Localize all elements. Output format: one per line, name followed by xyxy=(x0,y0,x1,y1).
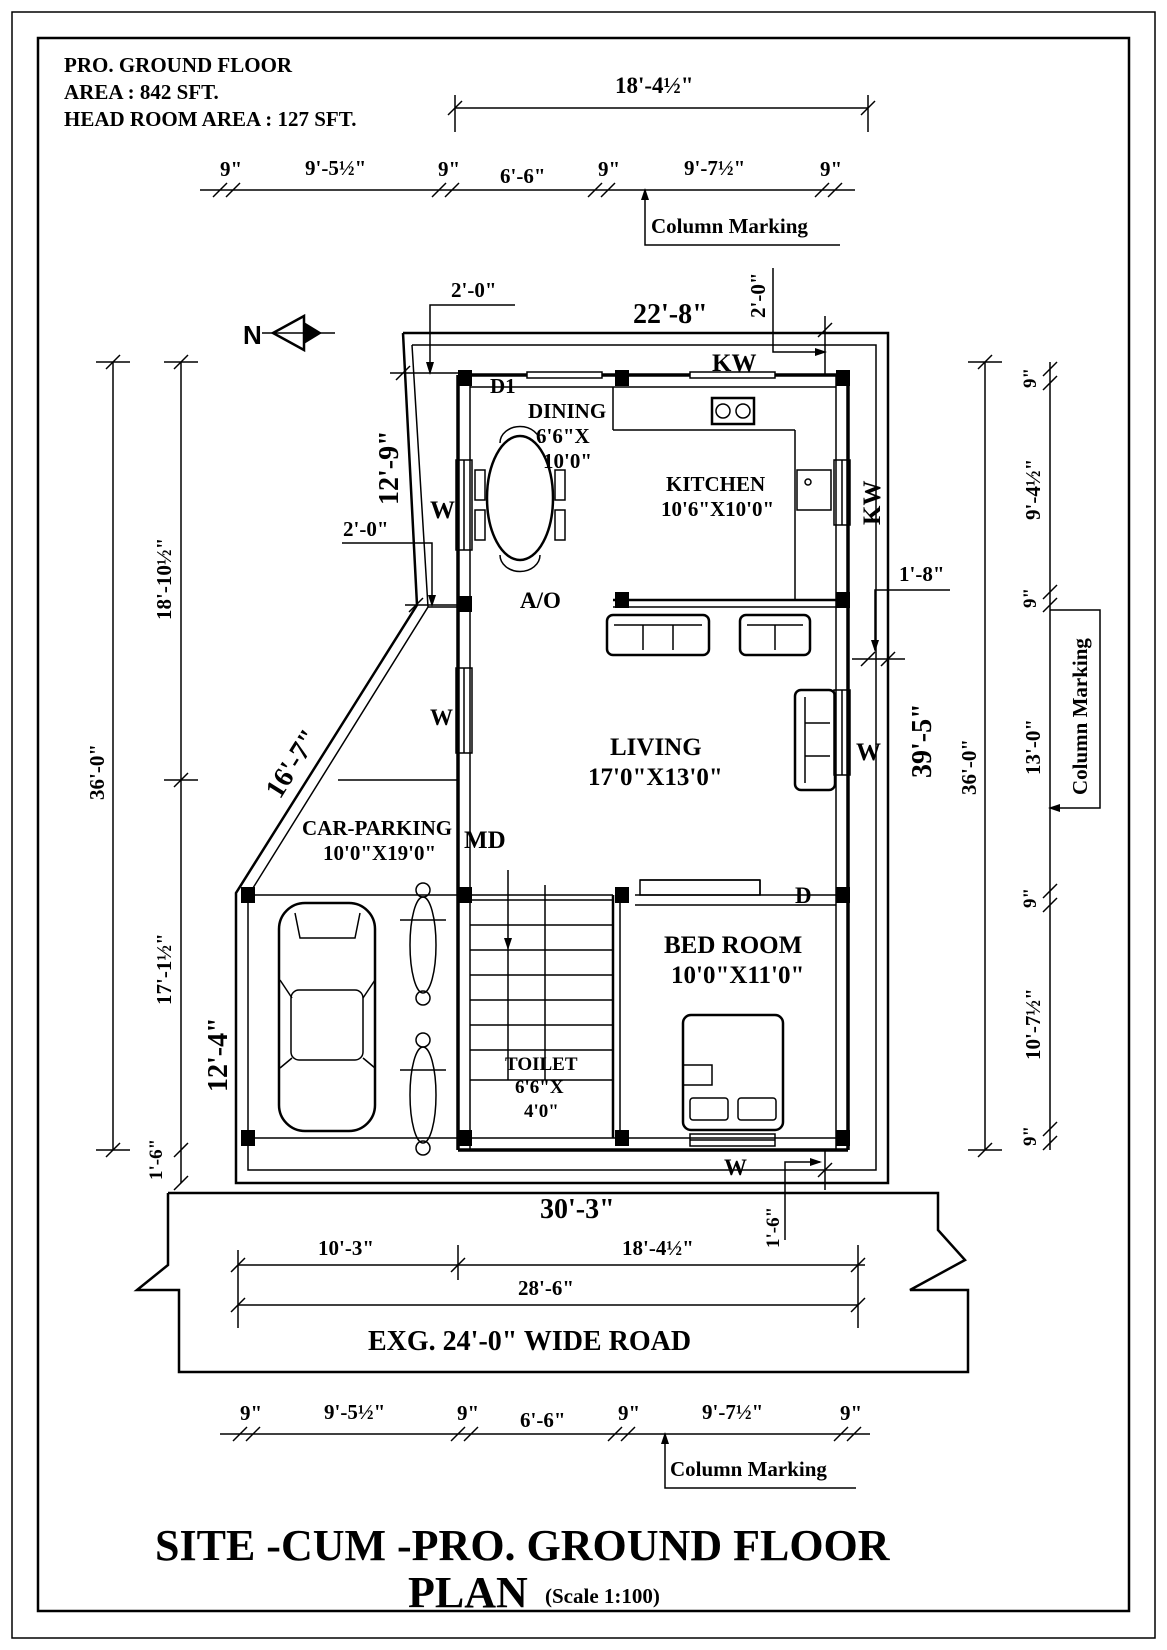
kitchen-size: 10'6"X10'0" xyxy=(661,497,774,521)
bottom-seg-2: 9'-5½" xyxy=(324,1400,385,1424)
right-offset-dim: 1'-8" xyxy=(899,562,945,586)
top-seg-1: 9" xyxy=(220,157,242,181)
dining-size-1: 6'6"X xyxy=(536,424,590,448)
stove-icon xyxy=(710,396,756,426)
staircase-icon xyxy=(470,870,613,1080)
living-size: 17'0"X13'0" xyxy=(588,764,723,791)
tag-w-dining: W xyxy=(430,497,455,524)
living-name: LIVING xyxy=(610,734,702,761)
left-overall-dim: 36'-0" xyxy=(85,744,109,800)
sink-icon xyxy=(796,469,832,511)
left-dimensions: 36'-0" 18'-10½" 17'-1½" 1'-6" xyxy=(85,354,198,1191)
north-arrow-icon: N xyxy=(243,313,335,353)
car-parking-name: CAR-PARKING xyxy=(302,816,452,840)
right-seg-6: 10'-7½" xyxy=(1021,988,1045,1060)
right-seg-7: 9" xyxy=(1020,1126,1041,1146)
bottom-seg-5: 9" xyxy=(618,1401,640,1425)
right-seg-1: 9" xyxy=(1020,368,1041,388)
bottom-seg-1: 9" xyxy=(240,1401,262,1425)
diagonal-dim: 16'-7" xyxy=(260,724,326,804)
tag-md: MD xyxy=(464,827,506,854)
bed-icon xyxy=(681,1013,785,1132)
left-upper-dim: 18'-10½" xyxy=(152,538,176,620)
bottom-offset-dim: 1'-6" xyxy=(763,1207,784,1248)
right-overall-dim: 36'-0" xyxy=(957,739,981,795)
tag-kw-top: KW xyxy=(712,350,756,377)
road-dim-right: 18'-4½" xyxy=(622,1236,694,1260)
plan-dimensions: 22'-8" 2'-0" 2'-0" 12'-9" 2'-0" 16'-7" 1… xyxy=(203,268,950,1248)
bottom-seg-4: 6'-6" xyxy=(520,1408,566,1432)
road-dim-left: 10'-3" xyxy=(318,1236,374,1260)
right-column-marking: Column Marking xyxy=(1068,638,1092,795)
tag-w-left: W xyxy=(430,705,453,730)
toilet-size-2: 4'0" xyxy=(524,1101,559,1122)
left-lower-dim: 17'-1½" xyxy=(152,933,176,1005)
columns xyxy=(241,370,850,1146)
top-dimensions: 18'-4½" 9" 9'-5½" 9" 6'-6" 9" 9'-7½" 9" … xyxy=(200,73,876,246)
left-mid-offset-dim: 2'-0" xyxy=(343,517,389,541)
tag-ao: A/O xyxy=(520,588,561,613)
top-seg-7: 9" xyxy=(820,157,842,181)
top-seg-3: 9" xyxy=(438,157,460,181)
top-seg-4: 6'-6" xyxy=(500,164,546,188)
left-bottom-dim: 1'-6" xyxy=(146,1139,167,1180)
road-dim-overall: 28'-6" xyxy=(518,1276,574,1300)
road-label: EXG. 24'-0" WIDE ROAD xyxy=(368,1326,691,1357)
top-seg-2: 9'-5½" xyxy=(305,156,366,180)
toilet-size-1: 6'6"X xyxy=(515,1077,564,1098)
bottom-seg-3: 9" xyxy=(457,1401,479,1425)
bed-room-size: 10'0"X11'0" xyxy=(671,962,804,989)
sofa-icon xyxy=(605,613,837,792)
bottom-width-dim: 30'-3" xyxy=(540,1194,615,1225)
title-line-1: SITE -CUM -PRO. GROUND FLOOR xyxy=(155,1521,891,1570)
openings xyxy=(455,371,851,1147)
bottom-seg-7: 9" xyxy=(840,1401,862,1425)
right-seg-3: 9" xyxy=(1020,588,1041,608)
building-walls xyxy=(248,373,850,1152)
car-parking-size: 10'0"X19'0" xyxy=(323,841,436,865)
tag-w-right: W xyxy=(856,739,881,766)
title-scale: (Scale 1:100) xyxy=(545,1584,660,1608)
car-icon xyxy=(277,901,377,1133)
right-seg-5: 9" xyxy=(1020,888,1041,908)
dining-table-icon xyxy=(474,425,566,573)
tag-kw-right: KW xyxy=(859,481,886,525)
motorbike-icon xyxy=(400,882,446,1156)
dining-name: DINING xyxy=(528,399,606,423)
outer-border xyxy=(11,11,1156,1639)
bottom-column-marking: Column Marking xyxy=(670,1457,827,1481)
right-total-plan-dim: 39'-5" xyxy=(907,703,938,778)
bottom-dimensions: 9" 9'-5½" 9" 6'-6" 9" 9'-7½" 9" Column M… xyxy=(220,1400,870,1489)
offset-left-top-dim: 2'-0" xyxy=(451,278,497,302)
tag-d: D xyxy=(795,883,812,908)
dining-size-2: 10'0" xyxy=(543,449,592,473)
title-line-2: PLAN xyxy=(408,1568,528,1617)
right-dimensions: 36'-0" 9" 9'-4½" 9" 13'-0" 9" 10'-7½" 9"… xyxy=(957,354,1101,1158)
offset-right-top-dim: 2'-0" xyxy=(746,273,770,319)
top-overall-dim: 18'-4½" xyxy=(615,73,694,98)
tag-d1: D1 xyxy=(490,374,516,398)
header-line-2: AREA : 842 SFT. xyxy=(64,80,219,104)
top-seg-6: 9'-7½" xyxy=(684,156,745,180)
top-column-marking: Column Marking xyxy=(651,214,808,238)
header-line-1: PRO. GROUND FLOOR xyxy=(64,53,293,77)
inner-border xyxy=(36,36,1131,1613)
bed-room-name: BED ROOM xyxy=(664,932,802,959)
kitchen-name: KITCHEN xyxy=(666,472,765,496)
left-lower-plan-dim: 12'-4" xyxy=(203,1017,234,1092)
road-outline xyxy=(133,1191,970,1374)
bottom-seg-6: 9'-7½" xyxy=(702,1400,763,1424)
road-dimensions: 10'-3" 18'-4½" 28'-6" xyxy=(230,1236,866,1328)
kitchen-fittings xyxy=(710,396,832,511)
tag-w-bottom: W xyxy=(724,1155,747,1180)
north-label: N xyxy=(243,320,262,350)
top-width-dim: 22'-8" xyxy=(633,299,708,330)
right-seg-4: 13'-0" xyxy=(1021,719,1045,775)
left-upper-plan-dim: 12'-9" xyxy=(374,430,405,505)
top-seg-5: 9" xyxy=(598,157,620,181)
header-line-3: HEAD ROOM AREA : 127 SFT. xyxy=(64,107,356,131)
toilet-name: TOILET xyxy=(505,1054,578,1075)
right-seg-2: 9'-4½" xyxy=(1021,459,1045,520)
